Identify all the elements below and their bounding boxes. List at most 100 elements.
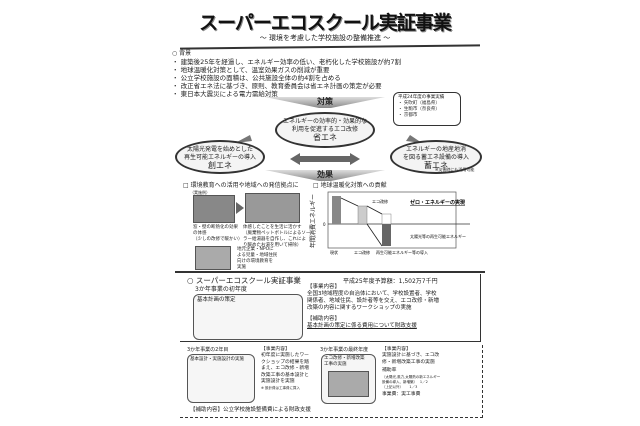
year2-box-title: 基本設計・実施設計の実施 — [190, 357, 244, 362]
project-heading: ○ スーパーエコスクール実証事業 — [187, 276, 301, 285]
cycle-note: ※災害時にも活用可能 — [435, 167, 475, 172]
year2-label: 3か年事業の2年目 — [187, 347, 229, 353]
content-line: 関係者、地域住民、設計者等を交え、エコ改修・新増 — [307, 298, 440, 304]
x-tick-label: 現状 — [330, 249, 338, 255]
double-arrow-icon — [290, 153, 360, 165]
rate-line: 設備の導入、新増築） 1／2 — [382, 379, 428, 384]
rate-line: （太陽光,風力,太陽熱の新エネルギー — [382, 374, 441, 379]
chart-frame — [327, 191, 457, 249]
results-item: ・ 京都市 — [398, 113, 418, 118]
cycle-label: 省エネ — [313, 133, 337, 142]
year2-illustration: 基本設計・実施設計の実施 — [187, 354, 255, 403]
caption-solar-heater: 体感したことを生活に活かす （廃棄物ペットボトルによるソー ラー給湯器を自作し、… — [243, 225, 310, 249]
content-line: 実施設計に基づき、エコ改 — [382, 353, 440, 359]
bar-renewable-negative — [382, 224, 391, 246]
chart-heading: □ 地球温暖化対策への貢献 — [313, 182, 387, 189]
caption-line: 窓・壁の断熱化の効果 — [193, 225, 238, 230]
cycle-label: 蓄エネ — [424, 161, 448, 170]
content-line: 改築工事の基本設計と — [261, 372, 309, 378]
results-item: ・ 生駒市（奈良県） — [398, 107, 440, 112]
year3-illustration: エコ改修・新増改築 工事の実施 — [321, 354, 376, 404]
education-heading: □ 環境教育への活用や地域への発信拠点に — [183, 182, 299, 189]
content-line: 全国3地域程度の自治体において、学校設置者、学校 — [307, 291, 437, 297]
results-item: ・ 矢吹町（福島県） — [398, 101, 440, 106]
year1-label: 3か年事業の初年度 — [195, 286, 247, 293]
ellipse-energy-storage: エネルギーの地産地消 を図る蓄エネ設備の導入 蓄エネ — [390, 140, 482, 174]
rate-line: （上記以外） 1／3 — [382, 384, 418, 389]
year3-box-title: エコ改修・新増改築 工事の実施 — [322, 355, 375, 369]
arrow-line — [366, 223, 383, 247]
results-heading: 平成24年度の事業実績 — [398, 95, 445, 100]
content-heading: 【事業内容】 — [382, 347, 411, 352]
background-item: ・ 改正省エネ法に基づき、原則、教育委員会は省エネ計画の策定が必要 — [172, 82, 382, 90]
box-line: エコ改修・新増改築 — [324, 356, 365, 361]
chart-ylabel: 年間消費エネルギー — [309, 194, 317, 248]
content-note: ※ 設計費は工事費に算入 — [261, 386, 301, 391]
content-line: 改築の内容に関するワークショップの実施 — [307, 305, 412, 311]
caption-line: の体感 — [193, 231, 207, 236]
caption-line: よる児童・地域住民 — [237, 253, 278, 258]
cycle-text: 再生可能エネルギーの導入 — [183, 154, 256, 161]
project-year1-section — [180, 274, 481, 342]
measures-banner: 対策 — [265, 97, 385, 108]
cycle-text: を図る蓄エネ設備の導入 — [402, 154, 469, 161]
rate-heading: 補助率 — [382, 368, 397, 374]
caption-line: り暖めたお湯を用いて掃除） — [243, 243, 302, 248]
box-line: 工事の実施 — [324, 362, 347, 367]
background-item: ・ 建築後25年を経過し、エネルギー効率の低い、老朽化した学校施設が約7割 — [172, 58, 401, 66]
caption-line: 向けの環境教育を — [237, 259, 273, 264]
annotation-zero-energy: ゼロ・エネルギーの実現 — [410, 199, 465, 206]
content-heading: 【事業内容】 — [261, 347, 290, 352]
arrow-line — [366, 205, 383, 215]
arrow-right-icon — [236, 202, 244, 214]
caption-line: 地元企業・NPOに — [237, 247, 274, 252]
year2-content: 【事業内容】 初年度に実施したワー クショップの結果を踏 まえ、エコ改修・新増 … — [261, 347, 309, 392]
annotation-eco: エコ改修 — [372, 198, 388, 204]
results-box: 平成24年度の事業実績 ・ 矢吹町（福島県） ・ 生駒市（奈良県） ・ 京都市 — [393, 92, 461, 126]
energy-chart: 年間消費エネルギー 0 エコ改修 ゼロ・エネルギーの実現 太陽光等の再生可能エネ… — [309, 191, 470, 255]
caption-class: 地元企業・NPOに よる児童・地域住民 向けの環境教育を 実施 — [237, 247, 277, 271]
bar-renewable-positive — [381, 213, 392, 225]
caption-line: ラー給湯器を自作し、これによ — [243, 237, 306, 242]
photo-insulation — [193, 195, 235, 223]
background-item: ・ 東日本大震災による電力需給対策 — [172, 90, 278, 98]
background-section: ○ 背景 ・ 建築後25年を経過し、エネルギー効率の低い、老朽化した学校施設が約… — [172, 50, 401, 98]
background-heading: ○ 背景 — [172, 50, 192, 57]
year3-content: 【事業内容】 実施設計に基づき、エコ改 修・新増改築工事の実施 補助率 （太陽光… — [382, 347, 440, 398]
cycle-text: エネルギーの地産地消 — [405, 146, 466, 153]
year1-box-title: 基本計画の策定 — [197, 297, 236, 303]
effects-banner: 効果 — [265, 170, 385, 181]
support-footer: 【補助内容】公立学校施設整備費による財政支援 — [190, 407, 311, 413]
project-year2-3-section — [180, 345, 483, 418]
background-item: ・ 地球温暖化対策として、温室効果ガスの削減が重要 — [172, 66, 330, 74]
project-cost: 事業費：実工事費 — [382, 391, 421, 397]
year3-label: 3か年事業の最終年度 — [320, 347, 369, 353]
photo-solar-heater — [245, 193, 300, 223]
ellipse-energy-creation: 太陽光発電を始めとした 再生可能エネルギーの導入 創エネ — [175, 140, 265, 174]
cycle-text: 利用を促進するエコ改修 — [291, 126, 358, 133]
cycle-label: 創エネ — [208, 161, 232, 170]
caption-insulation: 窓・壁の断熱化の効果 の体感 （少しの改修で暖かい） — [193, 225, 243, 243]
project-budget: 平成25年度予算額：1,502万7千円 — [343, 278, 438, 285]
content-line: 初年度に実施したワー — [261, 353, 309, 359]
caption-line: 体感したことを生活に活かす — [243, 225, 302, 230]
building-photo — [328, 371, 369, 397]
bar-current — [332, 196, 341, 224]
support-heading: 【補助内容】 — [307, 316, 341, 322]
chart-ytick: 0 — [323, 222, 326, 227]
bar-eco-renovation — [357, 205, 368, 225]
content-line: クショップの結果を踏 — [261, 359, 309, 365]
cycle-text: エネルギーの効率的・効果的な — [282, 118, 367, 125]
content-line: 実施設計を実施 — [261, 379, 295, 385]
arrow-line — [340, 197, 359, 207]
year1-content: 【事業内容】 全国3地域程度の自治体において、学校設置者、学校 関係者、地域住民… — [307, 284, 439, 330]
education-example: （実施例） — [190, 190, 210, 195]
page-title: スーパーエコスクール実証事業 — [199, 12, 452, 34]
divider — [179, 44, 481, 50]
cycle-text: 太陽光発電を始めとした — [186, 146, 253, 153]
content-heading: 【事業内容】 — [307, 284, 341, 290]
x-tick-label: 再生可能エネルギー等の導入 — [376, 249, 428, 255]
caption-line: 実施 — [237, 265, 246, 270]
ellipse-energy-saving: エネルギーの効率的・効果的な 利用を促進するエコ改修 省エネ — [275, 112, 375, 148]
page-subtitle: ～ 環境を考慮した学校施設の整備推進 ～ — [259, 34, 391, 42]
